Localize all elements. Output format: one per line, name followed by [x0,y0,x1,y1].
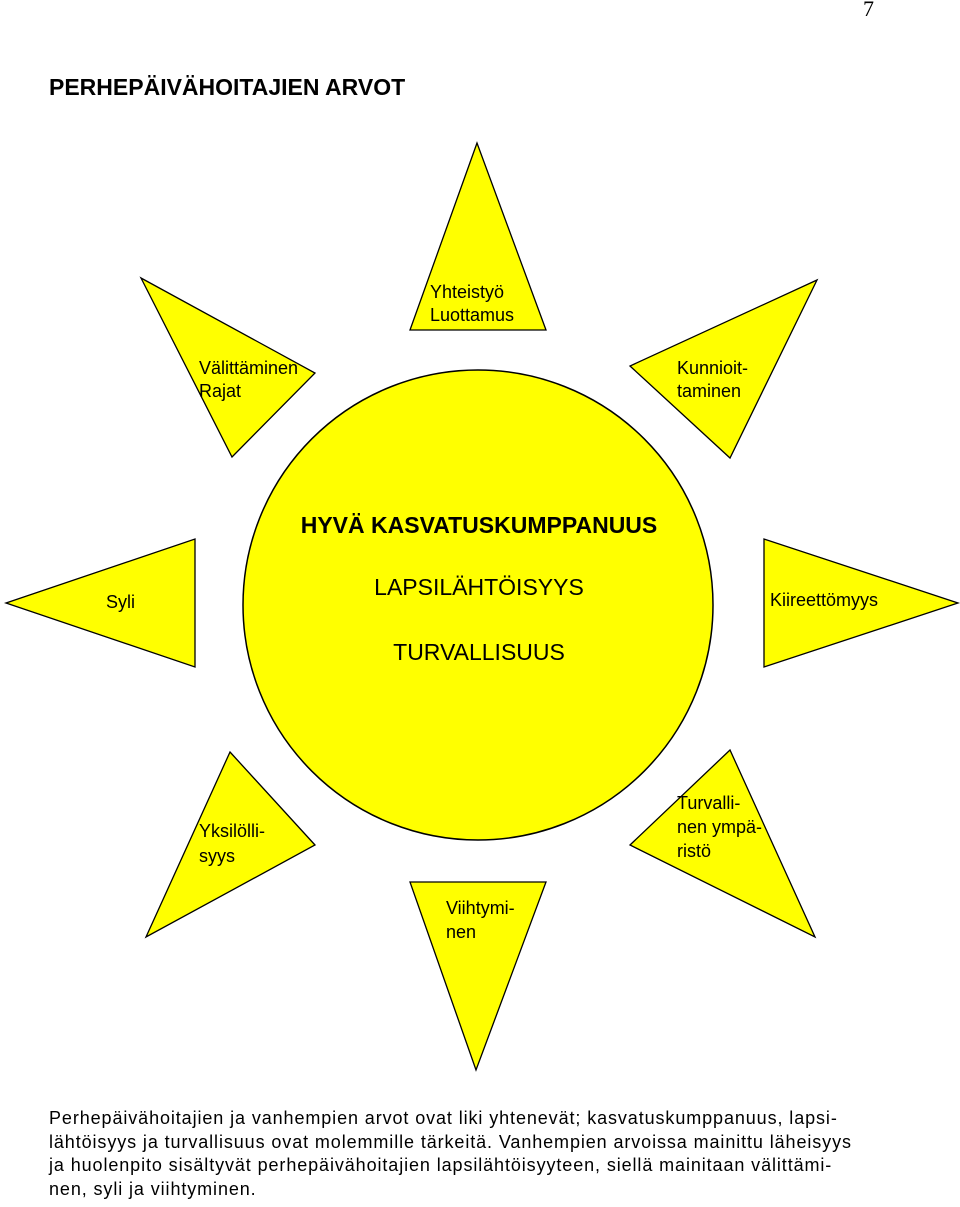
description-line: ja huolenpito sisältyvät perhepäivähoita… [49,1155,833,1175]
center-line-1: HYVÄ KASVATUSKUMPPANUUS [301,512,658,538]
ray-top-left-label: Välittäminen Rajat [199,358,303,401]
ray-top-label: Yhteistyö Luottamus [430,282,514,325]
page-title: PERHEPÄIVÄHOITAJIEN ARVOT [49,74,406,100]
ray-bottom-left [144,750,317,939]
ray-bottom-right-label: Turvalli- nen ympä- ristö [677,793,767,861]
ray-left [3,538,196,668]
ray-bottom-right [628,748,817,939]
ray-bottom-left-label: Yksilölli- syys [199,821,270,866]
center-circle [242,369,714,841]
ray-top-right-label: Kunnioit- taminen [677,358,753,401]
ray-bottom [409,881,547,1072]
ray-top-right [628,278,819,460]
ray-top-left [139,276,317,459]
description-paragraph: Perhepäivähoitajien ja vanhempien arvot … [49,1107,871,1201]
ray-bottom-label: Viihtymi- nen [446,898,520,942]
ray-right [763,538,960,668]
ray-left-label: Syli [106,592,135,612]
center-line-2: LAPSILÄHTÖISYYS [374,574,584,600]
description-line: Perhepäivähoitajien ja vanhempien arvot … [49,1108,838,1128]
values-sun-diagram: Yhteistyö Luottamus Välittäminen Rajat K… [0,130,960,1090]
description-line: lähtöisyys ja turvallisuus ovat molemmil… [49,1131,852,1152]
center-line-3: TURVALLISUUS [393,639,565,665]
description-line: nen, syli ja viihtyminen. [49,1178,257,1199]
ray-right-label: Kiireettömyys [770,590,878,610]
page-number: 7 [863,0,874,21]
ray-top [409,141,547,331]
